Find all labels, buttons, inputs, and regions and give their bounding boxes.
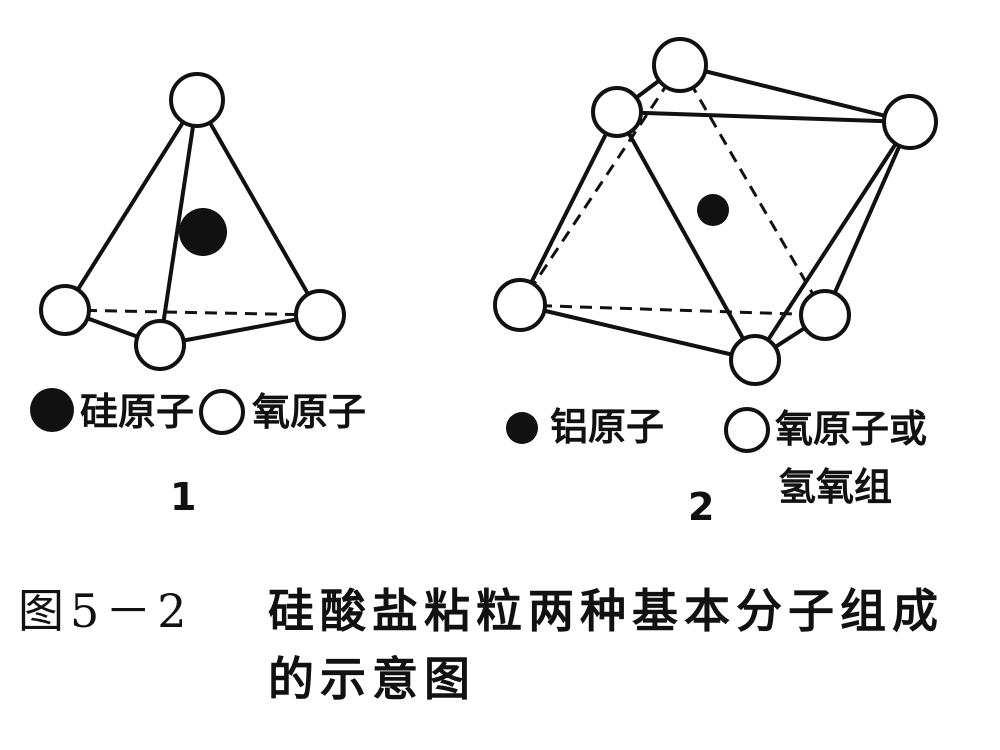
oxygen-atom: [493, 278, 547, 332]
oxygen-atom: [591, 86, 643, 138]
oxygen-atom: [652, 37, 708, 93]
hidden-edge: [678, 64, 827, 316]
octahedron-diagram: [493, 37, 938, 386]
legend-aluminum-label: 铝原子: [550, 405, 664, 449]
edge: [63, 98, 199, 312]
oxygen-atom: [134, 319, 186, 371]
tetrahedron-diagram: [39, 72, 346, 371]
edge: [615, 110, 912, 124]
edge: [158, 98, 199, 347]
oxygen-atom: [729, 334, 781, 386]
legend-oxygen-hydroxyl-label-line1: 氧原子或: [775, 407, 927, 451]
legend-panel-1: 硅原子 氧原子: [30, 388, 366, 435]
oxygen-atom: [799, 289, 851, 341]
oxygen-atom: [39, 284, 91, 336]
legend-oxygen-label: 氧原子: [252, 390, 366, 434]
legend-silicon-label: 硅原子: [80, 390, 194, 434]
panel-2-label: 2: [688, 485, 714, 529]
figure-title-line1: 硅酸盐粘粒两种基本分子组成: [268, 584, 944, 638]
panel-1-label: 1: [170, 475, 196, 519]
edge: [823, 120, 912, 317]
aluminum-atom: [697, 194, 729, 226]
oxygen-atom: [294, 289, 346, 341]
oxygen-atom: [882, 94, 938, 150]
diagram: 硅原子 氧原子 1 铝原子 氧原子或 氢氧组 2: [30, 37, 938, 529]
edge: [195, 98, 322, 317]
legend-oxygen-symbol: [199, 389, 245, 435]
figure-caption: 图5－2 硅酸盐粘粒两种基本分子组成 的示意图: [18, 575, 944, 706]
legend-silicon-symbol: [30, 388, 74, 432]
legend-aluminum-symbol: [506, 412, 538, 444]
oxygen-atom: [169, 72, 225, 128]
edge: [678, 63, 912, 124]
edge: [518, 110, 619, 307]
edge: [158, 313, 322, 347]
hidden-edge: [64, 308, 321, 317]
figure-number: 图5－2: [18, 584, 193, 638]
silicon-atom: [179, 208, 227, 256]
edge: [615, 110, 757, 362]
legend-oxygen-hydroxyl-symbol: [724, 407, 770, 453]
hidden-edge: [518, 64, 682, 306]
hidden-edge: [519, 303, 826, 317]
legend-oxygen-hydroxyl-label-line2: 氢氧组: [778, 465, 892, 509]
edge: [753, 120, 912, 362]
legend-panel-2: 铝原子 氧原子或 氢氧组: [506, 405, 927, 509]
figure-title-line2: 的示意图: [268, 652, 476, 706]
edge: [518, 303, 757, 362]
